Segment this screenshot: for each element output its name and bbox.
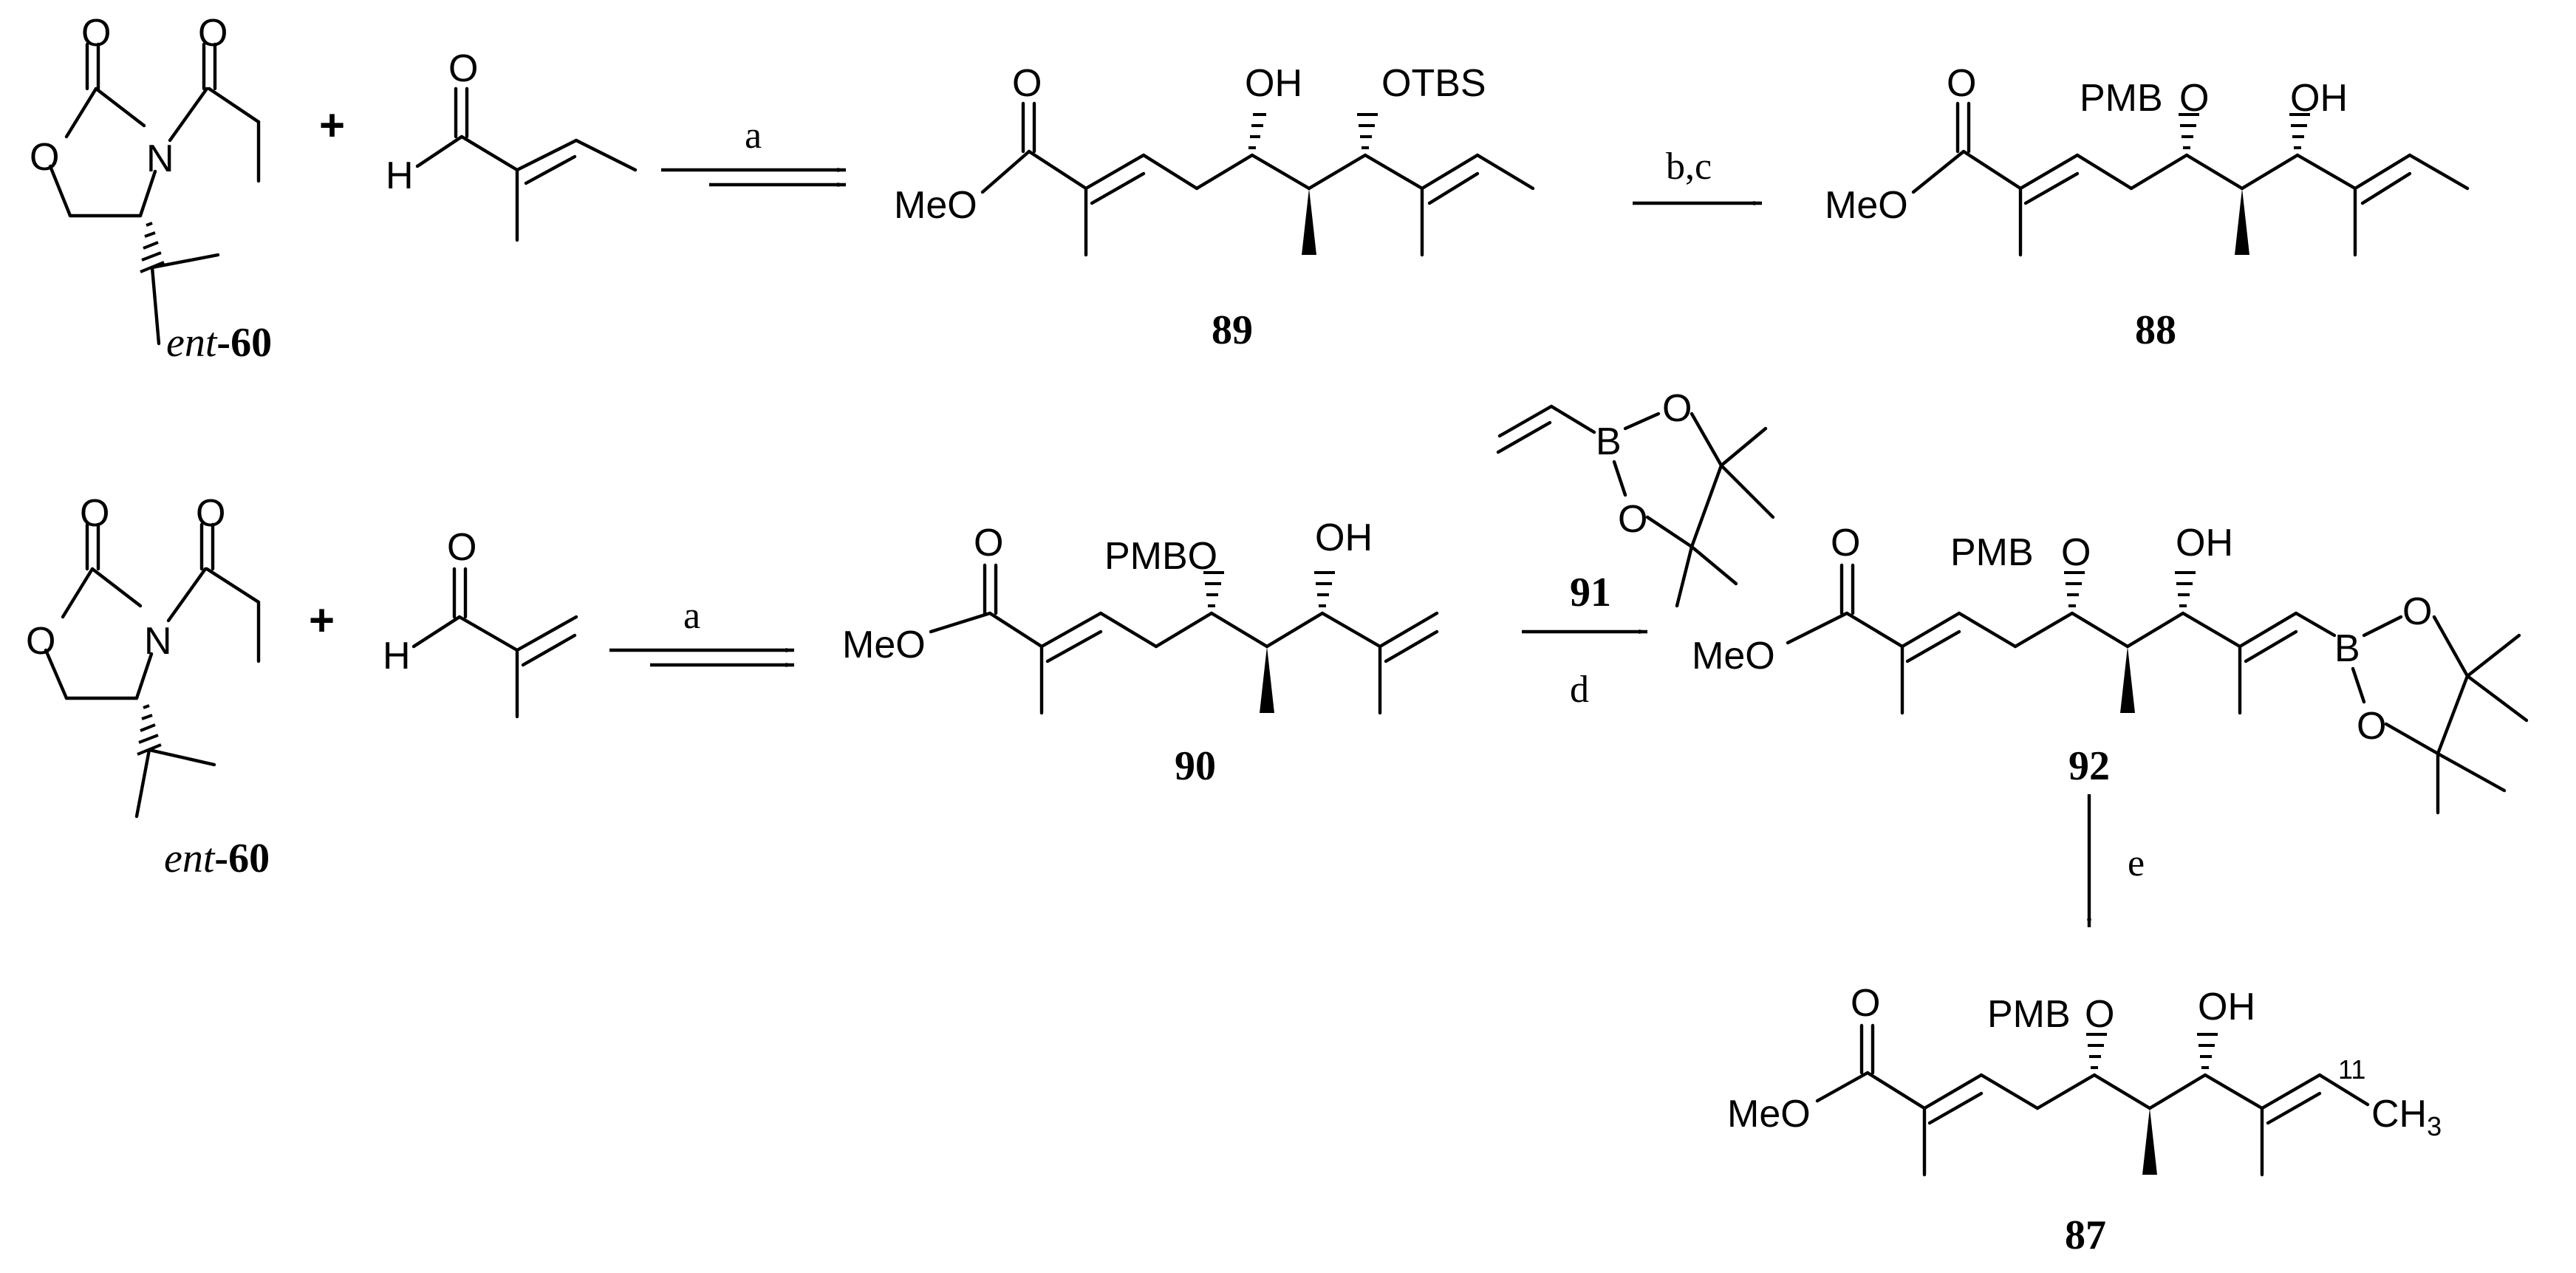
hydroxyl-label: OH <box>2198 986 2255 1028</box>
locant-11: 11 <box>2338 1054 2365 1085</box>
compound-90-structure: O MeO PMBO OH 90 <box>842 516 1439 789</box>
atom-o: O <box>1012 62 1042 105</box>
compound-88-structure: O MeO PMB O OH 88 <box>1825 62 2470 353</box>
atom-o: O <box>80 492 109 535</box>
atom-o: O <box>196 492 225 535</box>
atom-o: O <box>974 522 1003 564</box>
atom-o: O <box>447 526 476 569</box>
hydroxyl-label: OH <box>2176 522 2233 564</box>
atom-o: O <box>1618 498 1647 541</box>
methacrolein-structure: H O <box>383 526 578 719</box>
condition-a: a <box>683 595 700 637</box>
atom-h: H <box>383 635 411 678</box>
pmb-label: PMB <box>2080 77 2163 120</box>
tiglic-aldehyde-structure: H O <box>386 47 638 242</box>
atom-h: H <box>386 154 414 197</box>
atom-o: O <box>2179 77 2209 120</box>
atom-b: B <box>1596 420 1622 463</box>
atom-n: N <box>144 620 172 663</box>
compound-label-87: 87 <box>2065 1212 2106 1258</box>
otbs-label: OTBS <box>1381 62 1486 105</box>
methoxy-label: MeO <box>1825 184 1908 227</box>
atom-o: O <box>30 136 59 179</box>
compound-label-89: 89 <box>1212 307 1253 353</box>
ent-60-structure-top: O O N O ent-60 <box>30 12 272 366</box>
ent-60-structure-bottom: O O N O ent-60 <box>26 492 270 881</box>
atom-o: O <box>2357 705 2386 748</box>
hydroxyl-label: OH <box>1315 516 1373 559</box>
hydroxyl-label: OH <box>2290 77 2348 120</box>
atom-o: O <box>198 12 228 55</box>
atom-o: O <box>1947 62 1976 105</box>
condition-bc: b,c <box>1666 146 1712 188</box>
condition-e: e <box>2128 842 2145 884</box>
condition-a: a <box>745 115 762 157</box>
atom-o: O <box>2061 531 2091 574</box>
plus-sign: + <box>319 100 345 150</box>
hydroxyl-label: OH <box>1245 62 1302 105</box>
atom-o: O <box>26 620 55 663</box>
compound-87-structure: O MeO PMB O OH 11 <box>1727 982 2442 1258</box>
pmb-label: PMB <box>1987 993 2071 1036</box>
compound-label-90: 90 <box>1175 743 1216 789</box>
plus-sign: + <box>309 595 335 645</box>
compound-label-ent-60-bottom: ent-60 <box>164 836 270 881</box>
compound-92-structure: O MeO PMB O OH B <box>1692 522 2529 815</box>
atom-n: N <box>146 137 174 180</box>
compound-label-88: 88 <box>2135 307 2176 353</box>
atom-o: O <box>1831 522 1860 564</box>
atom-b: B <box>2334 627 2360 670</box>
pmb-label: PMB <box>1950 531 2034 574</box>
atom-o: O <box>1851 982 1880 1025</box>
atom-o: O <box>2402 590 2432 633</box>
compound-label-ent-60-top: ent-60 <box>166 320 272 366</box>
atom-o: O <box>81 12 111 55</box>
atom-o: O <box>448 47 478 90</box>
compound-89-structure: O MeO OH OTBS 89 <box>894 62 1535 353</box>
condition-d: d <box>1570 669 1589 711</box>
atom-o: O <box>2085 993 2114 1036</box>
compound-label-91: 91 <box>1570 570 1611 615</box>
atom-o: O <box>1662 387 1692 430</box>
methoxy-label: MeO <box>894 184 977 227</box>
methyl-label: CH3 <box>2371 1093 2442 1141</box>
pmbo-label: PMBO <box>1104 535 1217 578</box>
methoxy-label: MeO <box>842 624 926 666</box>
methoxy-label: MeO <box>1692 635 1775 678</box>
compound-91-structure: B O O 91 <box>1496 387 1775 615</box>
compound-label-92: 92 <box>2068 743 2110 789</box>
methoxy-label: MeO <box>1727 1093 1811 1136</box>
